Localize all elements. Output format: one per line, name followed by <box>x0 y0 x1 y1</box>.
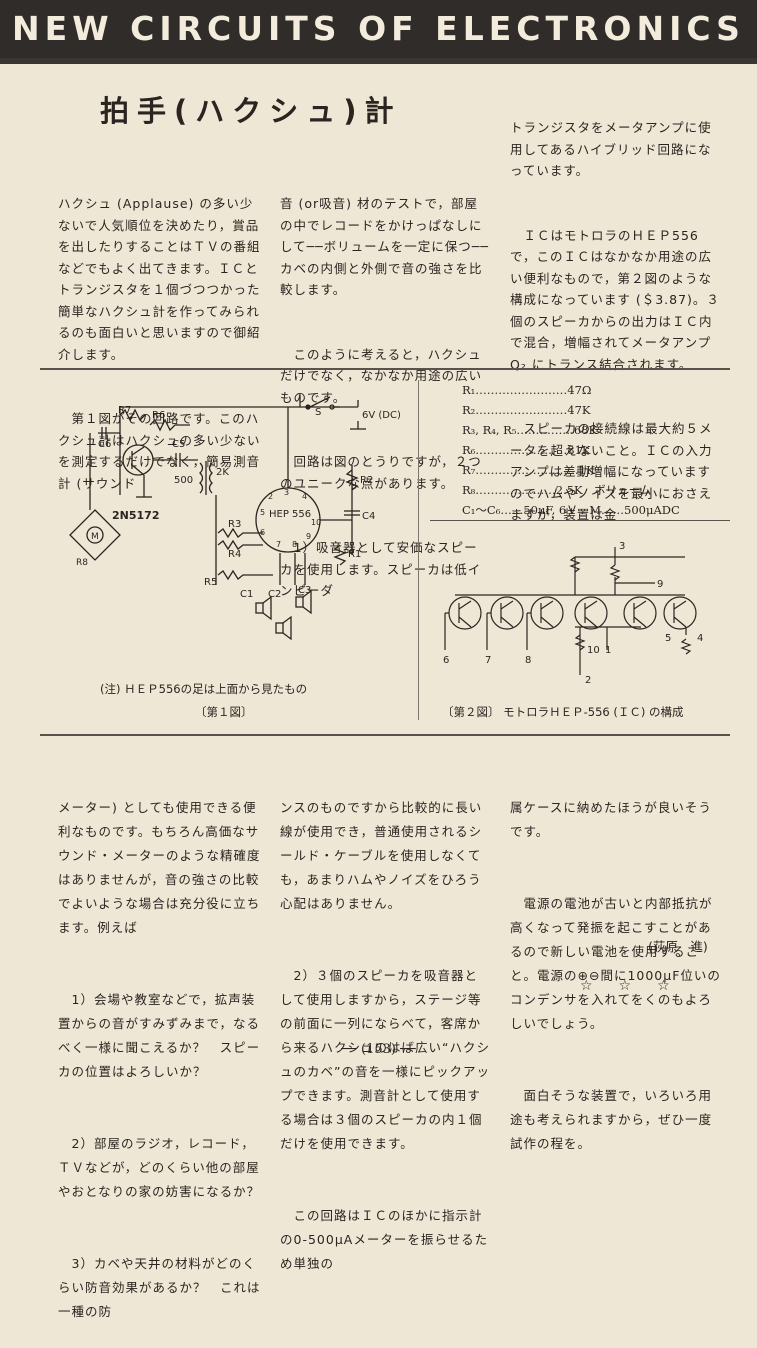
paragraph: この回路はＩＣのほかに指示計の0-500μAメーターを振らせるため単独の <box>280 1208 489 1271</box>
r2-label: R2 <box>360 475 373 486</box>
ic-pin-label: 7 <box>276 540 281 549</box>
paragraph: 第１図がその回路です。このハクシュ計はハクシュの多い少ないを測定するだけでなく，… <box>58 411 261 491</box>
fig2-pin-label: 3 <box>619 541 625 552</box>
fig2-pin-label: 7 <box>485 655 491 666</box>
c2-label: C2 <box>268 589 281 600</box>
article-title: 拍手(ハクシュ)計 <box>100 94 402 128</box>
switch-label: S <box>315 407 321 418</box>
r7-label: R7 <box>118 405 131 416</box>
section-rule <box>40 734 730 736</box>
figure-1-note: (注) ＨＥＰ556の足は上面から見たもの <box>100 682 308 696</box>
figure-1-caption: 〔第１図〕 <box>195 705 253 719</box>
fig2-pin-label: 9 <box>657 579 663 590</box>
parts-item: R₈…………………2.5K ボリューム <box>462 483 652 497</box>
fig2-pin-label: 4 <box>697 633 703 644</box>
paragraph: 2）３個のスピーカを吸音器として使用しますから，ステージ等の前面に一列にならべて… <box>280 968 490 1151</box>
fig2-pin-label: 6 <box>443 655 449 666</box>
column-6: 属ケースに納めたほうが良いそうです。 電源の電池が古いと内部抵抗が高くなって発振… <box>510 748 722 1180</box>
author-signature: (荻原 進) <box>648 939 708 954</box>
figure-2-caption: 〔第２図〕 モトロラＨＥＰ-556 (ＩＣ) の構成 <box>442 705 684 719</box>
c4-label: C4 <box>362 511 375 522</box>
column-1: ハクシュ (Applause) の多い少ないで人気順位を決めたり，賞品を出したり… <box>58 150 263 516</box>
transformer-2k-label: 2K <box>216 467 229 478</box>
c3-label: C3 <box>298 585 311 596</box>
paragraph: 1）吸音器として安価なスピーカを使用します。スピーカは低インピーダ <box>280 540 482 598</box>
fig2-pin-label: 8 <box>525 655 531 666</box>
column-2: 音 (or吸音) 材のテストで，部屋の中でレコードをかけっぱなしにして──ボリュ… <box>280 150 490 623</box>
ic-pin-label: 9 <box>306 532 311 541</box>
parts-item: R₁……………………47Ω <box>462 383 592 397</box>
paragraph: 回路は図のとうりですが，２つのユニークな点があります。 <box>280 454 482 491</box>
figure-1-schematic: S 6V (DC) R7 R6 C6 2N5172 C5 500 2K HEP … <box>69 395 401 641</box>
fig2-pin-label: 10 <box>587 645 600 656</box>
paragraph: このように考えると，ハクシュだけでなく，なかなか用途の広いものです。 <box>280 346 483 405</box>
page-number: ── (153) ── <box>341 1042 416 1057</box>
column-5: ンスのものですから比較的に長い線が使用でき，普通使用されるシールド・ケーブルを使… <box>280 748 490 1300</box>
paragraph: 属ケースに納めたほうが良いそうです。 <box>510 800 712 839</box>
ic-pin-label: 8 <box>292 540 297 549</box>
ic-pin-label: 2 <box>268 492 273 501</box>
ic-label: HEP 556 <box>269 509 311 520</box>
transformer-500-label: 500 <box>174 475 193 486</box>
r1-label: R1 <box>348 549 361 560</box>
banner-rule <box>0 58 757 64</box>
paragraph: メーター) としても使用できる便利なものです。もちろん高価なサウンド・メーターの… <box>58 800 261 935</box>
parts-item: C₁～C₆……50μF, 6Ｖ M……500μADC <box>462 503 680 517</box>
paragraph: 面白そうな装置で，いろいろ用途も考えられますから，ぜひ一度試作の程を。 <box>510 1088 713 1151</box>
paragraph: ＩＣはモトロラのＨＥＰ556で，このＩＣはなかなか用途の広い便利なもので，第２図… <box>510 227 720 372</box>
power-label: 6V (DC) <box>362 410 401 421</box>
column-3: トランジスタをメータアンプに使用してあるハイブリッド回路になっています。 ＩＣは… <box>510 74 722 547</box>
ic-pin-label: 10 <box>311 518 321 527</box>
c6-label: C6 <box>98 439 111 450</box>
paragraph: 2）部屋のラジオ，レコード，ＴＶなどが，どのくらい他の部屋やおとなりの家の妨害に… <box>58 1136 261 1199</box>
parts-item: R₃, R₄, R₅……………68K <box>462 423 598 437</box>
paragraph: 1）会場や教室などで，拡声装置からの音がすみずみまで，なるべく一様に聞こえるか？… <box>58 992 261 1079</box>
r3-label: R3 <box>228 519 241 530</box>
fig2-pin-label: 5 <box>665 633 671 644</box>
ic-pin-label: 3 <box>284 488 289 497</box>
r8-label: R8 <box>76 558 88 568</box>
parts-item: R₆……………………81K <box>462 443 591 457</box>
section-rule <box>40 368 730 370</box>
paragraph: 音 (or吸音) 材のテストで，部屋の中でレコードをかけっぱなしにして──ボリュ… <box>280 196 489 297</box>
parts-item: R₂……………………47K <box>462 403 591 417</box>
meter-label: M <box>91 532 99 542</box>
ic-pin-label: 4 <box>302 492 307 501</box>
section-rule <box>430 520 730 521</box>
paragraph: 電源の電池が古いと内部抵抗が高くなって発振を起こすことがあるので新しい電池を使用… <box>510 896 721 1031</box>
parts-item: R₇………………………1K <box>462 463 595 477</box>
fig2-pin-label: 1 <box>605 645 611 656</box>
r6-label: R6 <box>152 410 165 421</box>
paragraph: スピーカの接続線は最大約５メータを超えないこと。ＩＣの入力アンプは差動増幅になっ… <box>510 421 713 522</box>
ic-pin-label: 5 <box>260 508 265 517</box>
series-banner: NEW CIRCUITS OF ELECTRONICS <box>0 0 757 58</box>
paragraph: トランジスタをメータアンプに使用してあるハイブリッド回路になっています。 <box>510 120 712 178</box>
paragraph: ハクシュ (Applause) の多い少ないで人気順位を決めたり，賞品を出したり… <box>58 196 261 362</box>
c5-label: C5 <box>172 439 185 450</box>
parts-list: R₁……………………47Ω R₂……………………47K R₃, R₄, R₅……… <box>462 380 757 520</box>
paragraph: 3）カベや天井の材料がどのくらい防音効果があるか？ これは一種の防 <box>58 1256 261 1319</box>
decorative-stars: ☆ ☆ ☆ <box>580 978 676 994</box>
fig2-pin-label: 2 <box>585 675 591 685</box>
paragraph: ンスのものですから比較的に長い線が使用でき，普通使用されるシールド・ケーブルを使… <box>280 800 483 911</box>
figure-2-schematic: 3 9 6 7 8 10 1 5 4 2 <box>443 541 703 685</box>
figure-divider <box>418 380 419 720</box>
c1-label: C1 <box>240 589 253 600</box>
r5-label: R5 <box>204 577 217 588</box>
r4-label: R4 <box>228 549 241 560</box>
transistor-label: 2N5172 <box>112 509 159 522</box>
